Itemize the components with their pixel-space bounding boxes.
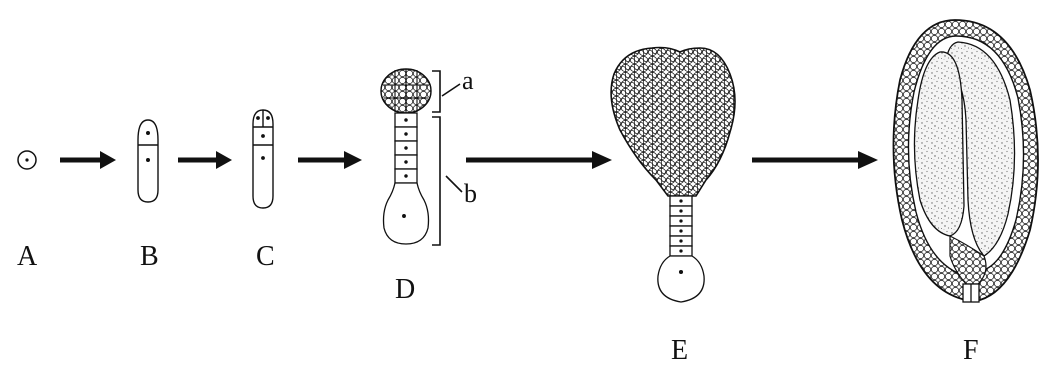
stage-label-a: A [17,243,37,271]
arrow-d-to-e [466,151,612,169]
two-cell-embryo [138,120,158,202]
stage-label-c: C [256,243,275,271]
zygote-cell [18,151,36,169]
heart-suspensor [658,196,704,302]
mature-seed [893,20,1038,302]
early-proembryo [253,110,273,208]
bracket-a [432,71,460,112]
bracket-b [432,117,462,245]
heart-stage-embryo [611,48,735,303]
stage-label-d: D [395,276,415,304]
arrow-b-to-c [178,151,232,169]
annotation-a-embryo-proper: a [462,68,474,94]
arrow-e-to-f [752,151,878,169]
annotation-b-suspensor: b [464,181,477,207]
stage-label-f: F [963,337,979,365]
arrow-a-to-b [60,151,116,169]
globular-embryo [381,69,431,244]
stage-label-b: B [140,243,159,271]
arrow-c-to-d [298,151,362,169]
suspensor-cells [384,113,429,244]
stage-label-e: E [671,337,688,365]
